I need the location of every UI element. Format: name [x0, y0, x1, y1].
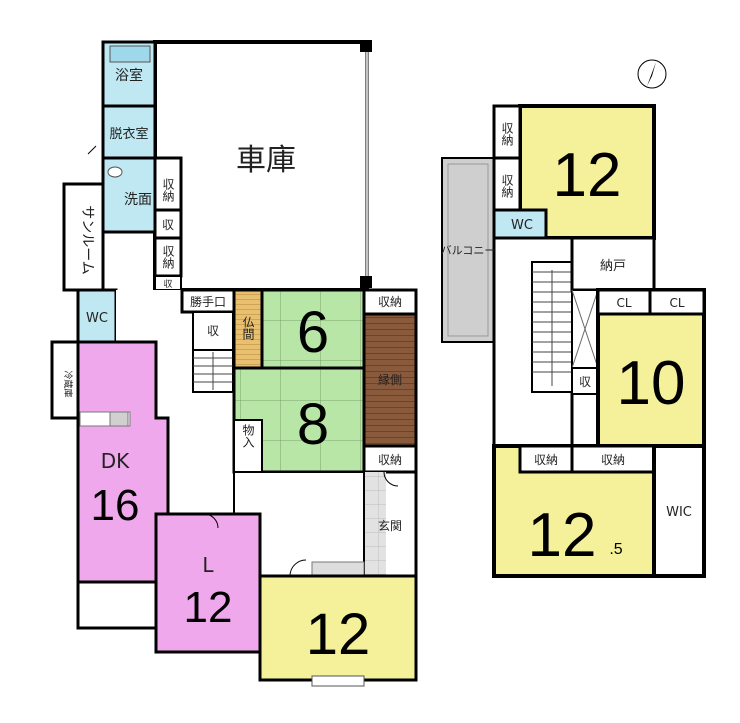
balcony-label: バルコニー — [441, 244, 496, 257]
storage-top — [362, 288, 418, 316]
garage-room — [153, 40, 369, 292]
wic-label: WIC — [666, 505, 692, 520]
dressing-label: 脱衣室 — [109, 126, 148, 142]
labels: 車庫 浴室 脱衣室 洗面 サンルーム WC 収納 収 収納 収 勝手口 収 仏間… — [62, 67, 692, 667]
room-12-5-sub-label: .5 — [609, 541, 622, 558]
sink-icon — [107, 166, 123, 178]
storage-d-label: 収 — [163, 278, 172, 290]
storage-4-label: 収納 — [601, 453, 625, 467]
sunroom-label: サンルーム — [79, 205, 95, 275]
cl-2-label: CL — [669, 296, 684, 310]
storage-b — [153, 208, 183, 240]
storage-3-label: 収納 — [534, 453, 558, 467]
butsuma-label: 仏間 — [241, 316, 255, 340]
tatami-6-room — [260, 288, 366, 370]
engawa-label: 縁側 — [378, 372, 402, 387]
tatami-6-label: 6 — [297, 300, 329, 365]
fridge-label: 冷蔵庫 — [62, 370, 74, 397]
closet-label: 物入 — [241, 424, 255, 448]
room-10-label: 10 — [617, 349, 686, 418]
cl-2 — [648, 288, 706, 316]
back-door-label: 勝手口 — [190, 294, 226, 309]
tatami-8-label: 8 — [297, 392, 329, 457]
storage-bottom-label: 収納 — [378, 453, 402, 467]
wc-label: WC — [86, 311, 108, 326]
compass-icon — [637, 59, 667, 89]
bathtub-icon — [109, 45, 151, 63]
storage-small-label: 収 — [579, 375, 591, 389]
butsuma-room — [232, 288, 264, 370]
sink-icon — [109, 411, 129, 427]
closet-mono — [233, 419, 263, 473]
engawa — [362, 312, 418, 448]
storage-2-label: 収納 — [500, 174, 514, 198]
storage-b-label: 収 — [162, 218, 174, 232]
storage-bottom-left — [76, 580, 158, 630]
room-12-label: 12 — [306, 602, 371, 667]
cl-1-label: CL — [616, 296, 631, 310]
dressing-room — [101, 104, 157, 160]
stairs-floor1 — [192, 349, 234, 393]
dk-size-label: 16 — [91, 481, 140, 530]
western-room-10 — [596, 288, 706, 448]
entrance-label: 玄関 — [378, 518, 402, 533]
fridge-space — [50, 340, 80, 420]
l-size-label: 12 — [184, 583, 233, 632]
storage-3 — [518, 444, 574, 474]
sunroom — [62, 182, 105, 292]
storage-1 — [492, 104, 522, 160]
l-label: L — [202, 553, 214, 577]
storage-c-label: 収納 — [161, 245, 175, 269]
washroom-label: 洗面 — [124, 192, 152, 208]
room-12-top-label: 12 — [553, 141, 622, 210]
western-room-12 — [258, 574, 418, 682]
garage-label: 車庫 — [236, 143, 296, 178]
living-room — [154, 512, 262, 654]
floor-2 — [441, 59, 706, 578]
room-12-5-label: 12 — [528, 501, 597, 570]
stairs-floor2 — [531, 261, 573, 393]
wc-2f-label: WC — [511, 218, 533, 233]
storage-top-label: 収納 — [378, 295, 402, 309]
dk-label: DK — [101, 449, 130, 473]
storage-1-label: 収納 — [500, 122, 514, 146]
nando-label: 納戸 — [600, 259, 626, 274]
bath-label: 浴室 — [115, 67, 143, 84]
storage-e-label: 収 — [207, 324, 219, 338]
walk-in-closet — [652, 444, 706, 578]
storage-a-label: 収納 — [161, 178, 175, 202]
nando — [570, 236, 656, 292]
floor-1 — [50, 40, 418, 687]
